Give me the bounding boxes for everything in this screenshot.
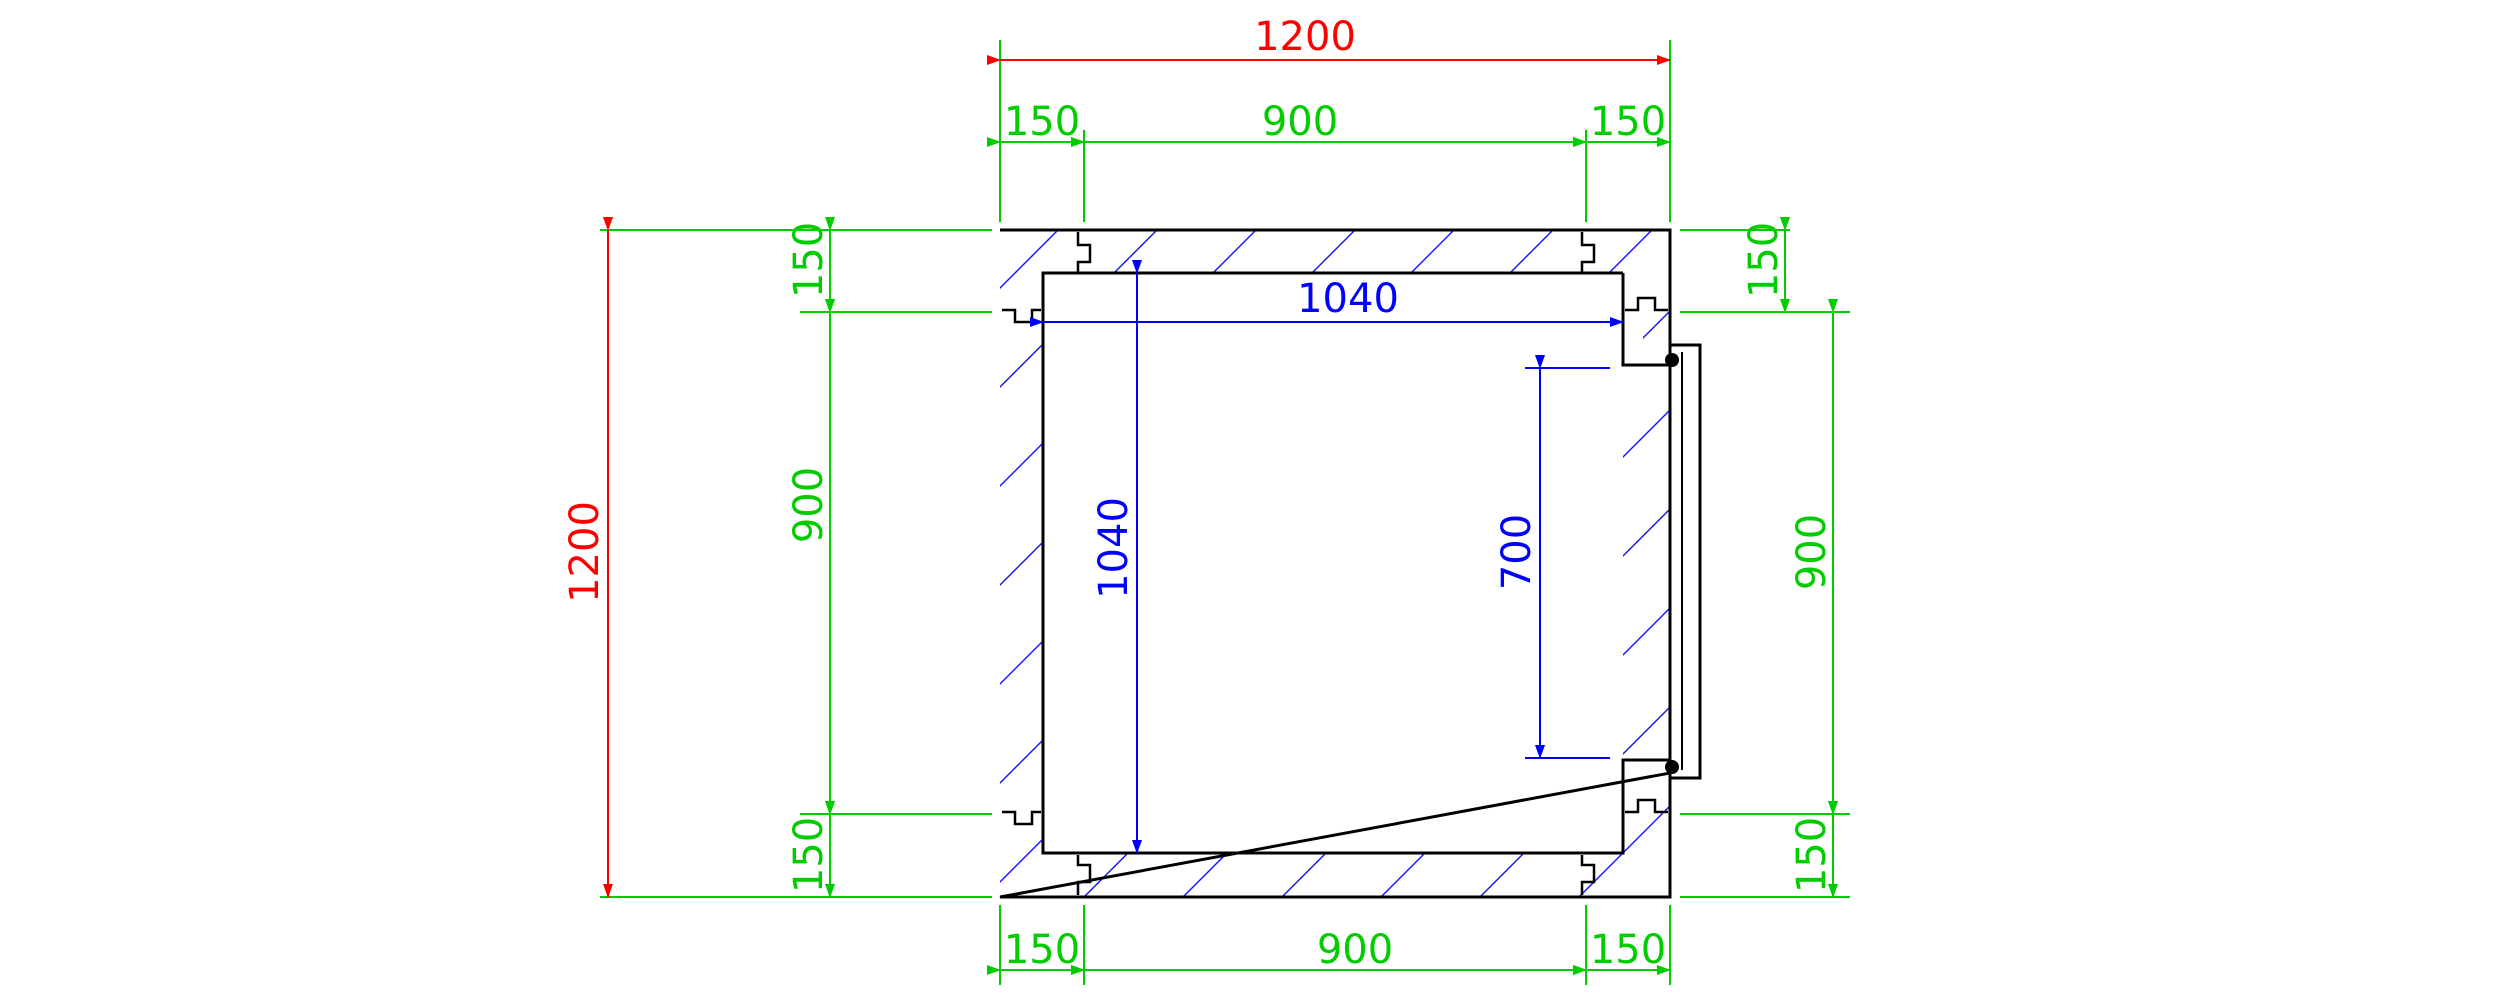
door-hinge-bottom [1665, 760, 1679, 774]
top-overall-label: 1200 [1254, 14, 1356, 60]
inner-width-label: 1040 [1297, 276, 1399, 322]
bottom-left-label: 150 [1004, 927, 1080, 973]
door-opening-outline [1041, 271, 1670, 855]
door-leaf [1668, 343, 1702, 780]
inner-height-label: 1040 [1091, 497, 1137, 599]
inner-dimension-labels: 1040 1040 700 [1091, 276, 1540, 599]
inner-dimensions [1030, 260, 1624, 854]
shaft-walls [999, 228, 1702, 899]
right-mid-label: 900 [1789, 514, 1835, 590]
left-mid-label: 900 [786, 467, 832, 543]
module-dimensions [825, 137, 1838, 975]
top-mid-label: 900 [1262, 99, 1338, 145]
right-top-label: 150 [1741, 222, 1787, 298]
module-dimension-labels: 150 900 150 150 900 150 150 900 150 150 … [786, 99, 1835, 973]
wall-brackets [1002, 232, 1668, 895]
outer-wall-outline [999, 228, 1672, 899]
top-left-label: 150 [1004, 99, 1080, 145]
door-opening-label: 700 [1494, 514, 1540, 590]
top-right-label: 150 [1590, 99, 1666, 145]
bottom-right-label: 150 [1590, 927, 1666, 973]
overall-dimensions: 1200 1200 [562, 14, 1671, 898]
left-overall-label: 1200 [562, 501, 608, 603]
door-hinge-top [1665, 353, 1679, 367]
right-bottom-label: 150 [1789, 817, 1835, 893]
bottom-mid-label: 900 [1317, 927, 1393, 973]
left-top-label: 150 [786, 222, 832, 298]
left-bottom-label: 150 [786, 817, 832, 893]
